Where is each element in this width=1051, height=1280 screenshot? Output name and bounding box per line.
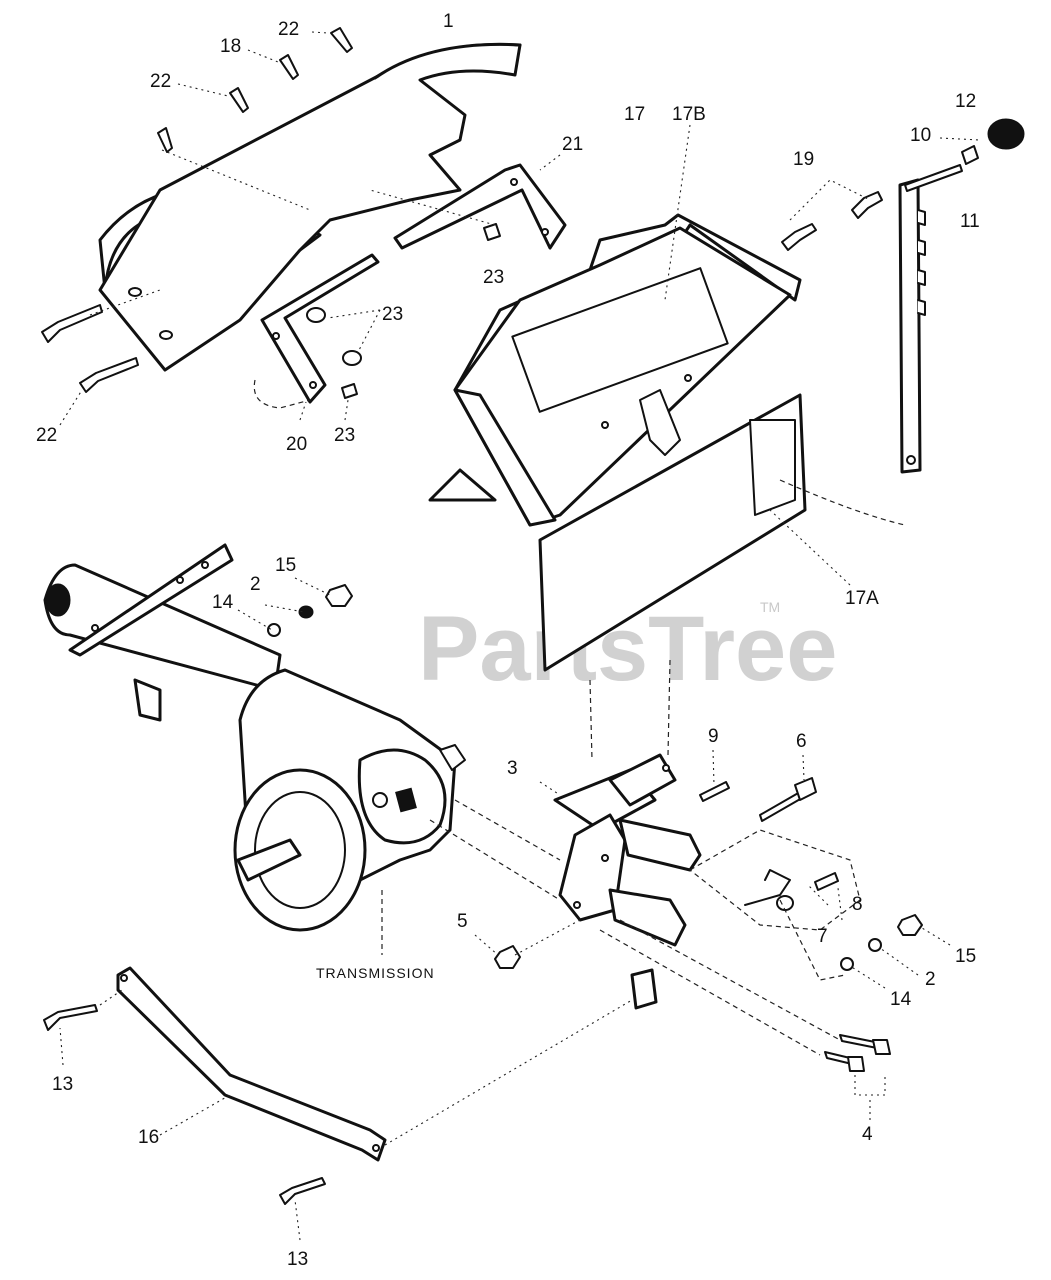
callout-13-bottom: 13 [287,1249,308,1270]
callout-15-left: 15 [275,555,296,576]
part-5-nut[interactable] [494,945,521,969]
callout-9: 9 [708,726,719,747]
part-22-bolts[interactable] [41,27,353,393]
spacer-block[interactable] [630,968,658,1010]
callout-17B: 17B [672,104,706,125]
part-16-lift-bar[interactable] [116,966,387,1162]
callout-15-right: 15 [955,946,976,967]
part-19-bolts[interactable] [781,191,883,251]
callout-14-left: 14 [212,592,234,613]
callout-3: 3 [507,758,518,779]
part-2-washer-left[interactable] [298,605,314,619]
callout-17: 17 [624,104,645,125]
part-15-nut-right[interactable] [897,914,923,936]
callouts: 1 22 18 22 22 20 23 23 23 21 17 17B 19 1… [36,11,980,1270]
label-transmission: TRANSMISSION [316,965,435,981]
part-23-nuts[interactable] [306,223,501,399]
part-21-hood-bracket-right[interactable] [393,163,567,250]
part-17-shield-assembly[interactable] [428,213,802,527]
part-11-depth-bar[interactable] [898,178,926,474]
part-17B-hinge[interactable] [639,389,681,456]
callout-17A: 17A [845,588,879,609]
watermark-trademark: TM [760,599,780,615]
callout-23-lower: 23 [334,425,355,446]
part-14-spacer-right[interactable] [840,957,854,971]
callout-13-left: 13 [52,1074,73,1095]
hidden-lines [253,379,906,1056]
part-13-bolts[interactable] [43,1004,326,1205]
callout-19: 19 [793,149,814,170]
part-18-bolt[interactable] [279,54,299,80]
part-6-bolt[interactable] [759,777,817,822]
callout-8: 8 [852,894,863,915]
callout-23-upper: 23 [483,267,504,288]
callout-6: 6 [796,731,807,752]
part-15-nut-left[interactable] [325,584,353,607]
part-14-spacer-left[interactable] [267,623,281,637]
part-8-sleeve[interactable] [814,872,839,891]
callout-2-right: 2 [925,969,936,990]
callout-22-upper-left: 22 [150,71,171,92]
callout-20: 20 [286,434,307,455]
callout-4: 4 [862,1124,873,1145]
part-17A-shield-flap[interactable] [538,393,807,672]
callout-11: 11 [960,211,980,232]
callout-23-middle: 23 [382,304,403,325]
part-4-bolts[interactable] [824,1034,891,1072]
part-2-washer-right[interactable] [868,938,882,952]
callout-16: 16 [138,1127,159,1148]
part-1-tine-hood[interactable] [98,42,522,372]
callout-10: 10 [910,125,931,146]
callout-18: 18 [220,36,241,57]
part-20-hood-bracket-left[interactable] [260,253,380,404]
callout-21: 21 [562,134,583,155]
callout-5: 5 [457,911,468,932]
part-10-pin[interactable] [904,145,979,192]
part-9-pin[interactable] [699,781,730,802]
leader-lines [59,31,981,1241]
part-7-spring[interactable] [744,869,794,911]
part-12-knob[interactable] [987,118,1025,150]
part-3-mounting-bracket[interactable] [553,753,702,947]
callout-7: 7 [817,926,828,947]
callout-22-bottom-left: 22 [36,425,57,446]
callout-14-right: 14 [890,989,912,1010]
callout-2-left: 2 [250,574,261,595]
transmission[interactable] [233,668,466,932]
callout-1: 1 [443,11,454,32]
callout-12: 12 [955,91,976,112]
callout-22-top: 22 [278,19,299,40]
